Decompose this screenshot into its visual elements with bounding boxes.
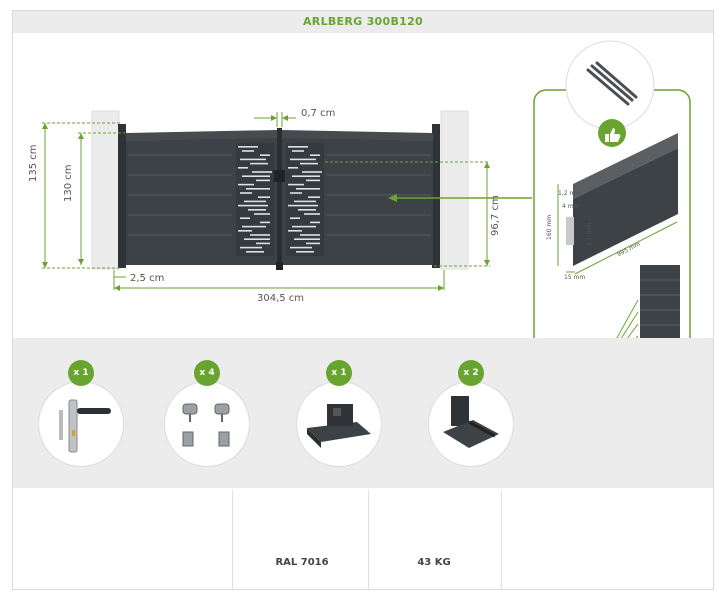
accessory-qty-3: x 1 [326, 360, 352, 386]
deco-slot [256, 242, 270, 245]
deco-slot [292, 175, 320, 177]
deco-slot [290, 246, 312, 249]
deco-slot [296, 188, 320, 190]
profile-d2: 4 mm [562, 203, 580, 210]
deco-slot [256, 179, 270, 182]
panel-height-label: 96,7 cm [490, 195, 501, 236]
deco-slot [304, 213, 320, 215]
deco-slot [244, 200, 266, 203]
deco-slot [238, 230, 252, 232]
deco-slot [254, 213, 270, 215]
deco-slot [240, 158, 266, 161]
deco-slot [292, 150, 304, 152]
gap-label: 0,7 cm [301, 108, 336, 119]
deco-slot [238, 183, 254, 186]
profile-d3: 1,1 mm [586, 222, 593, 246]
right-deco-panel [286, 143, 324, 256]
opening-step-2: 2 [89, 536, 96, 546]
deco-slot [288, 204, 318, 207]
deco-slot [306, 242, 320, 245]
profile-width: 15 mm [564, 274, 586, 281]
leaf-holder-icon [443, 396, 499, 448]
deco-slot [288, 230, 302, 232]
accessory-circle-handle [38, 381, 124, 467]
accessory-qty-1: x 1 [68, 360, 94, 386]
ground-stop-icon [307, 404, 371, 448]
color-label: RAL 7016 [275, 557, 329, 568]
deco-slot [240, 246, 262, 249]
accessory-qty-2: x 4 [194, 360, 220, 386]
deco-slot [290, 158, 316, 161]
accessory-qty-4: x 2 [458, 360, 484, 386]
total-width-label: 304,5 cm [257, 293, 305, 304]
deco-slot [290, 192, 302, 194]
accessory-circle-holder [428, 381, 514, 467]
deco-slot [258, 196, 270, 198]
deco-slot [294, 200, 316, 203]
left-post [118, 124, 126, 268]
sheet-frame [12, 10, 714, 590]
deco-slot [238, 204, 268, 207]
page-title: ARLBERG 300B120 [13, 11, 713, 33]
deco-slot [288, 183, 304, 186]
deco-slot [260, 221, 270, 224]
leaf-height-label: 130 cm [63, 164, 74, 202]
deco-slot [240, 192, 252, 194]
deco-slot [296, 251, 314, 253]
total-height-label: 135 cm [28, 144, 39, 182]
deco-slot [250, 234, 270, 236]
deco-slot [238, 167, 248, 169]
deco-slot [242, 150, 254, 152]
handle-icon [59, 399, 111, 453]
deco-slot [242, 175, 270, 177]
right-pillar [440, 110, 469, 270]
deco-slot [308, 196, 320, 198]
deco-slot [298, 209, 316, 211]
deco-slot [300, 162, 318, 165]
slat-profile [573, 148, 678, 266]
footer-divider-1 [232, 490, 233, 589]
deco-slot [250, 162, 268, 165]
deco-slot [306, 179, 320, 182]
left-pillar [91, 110, 120, 270]
post-gap-label: 2,5 cm [130, 273, 165, 284]
profile-d1: 1,2 mm [558, 190, 582, 197]
footer-divider-2 [368, 490, 369, 589]
deco-slot [252, 171, 272, 173]
profile-height: 160 mm [546, 214, 553, 240]
footer-divider-3 [501, 490, 502, 589]
deco-slot [238, 146, 258, 148]
deco-slot [294, 238, 320, 240]
deco-slot [288, 167, 298, 169]
deco-slot [288, 146, 308, 148]
lock-box [274, 170, 285, 182]
deco-slot [290, 217, 300, 219]
accessory-circle-stop [296, 381, 382, 467]
hinges-icon [182, 403, 230, 447]
deco-slot [292, 225, 316, 228]
accessory-circle-hinges [164, 381, 250, 467]
deco-slot [300, 234, 320, 236]
deco-slot [246, 188, 270, 190]
weight-label: 43 KG [417, 557, 451, 568]
deco-slot [242, 225, 266, 228]
deco-slot [310, 154, 320, 156]
deco-slot [246, 251, 264, 253]
left-deco-panel [236, 143, 274, 256]
opening-step-1: 1 [147, 536, 154, 546]
deco-slot [244, 238, 270, 240]
deco-slot [302, 171, 322, 173]
footer-band [13, 490, 713, 589]
deco-slot [248, 209, 266, 211]
right-post [432, 124, 440, 268]
deco-slot [310, 221, 320, 224]
deco-slot [260, 154, 270, 156]
deco-slot [240, 217, 250, 219]
